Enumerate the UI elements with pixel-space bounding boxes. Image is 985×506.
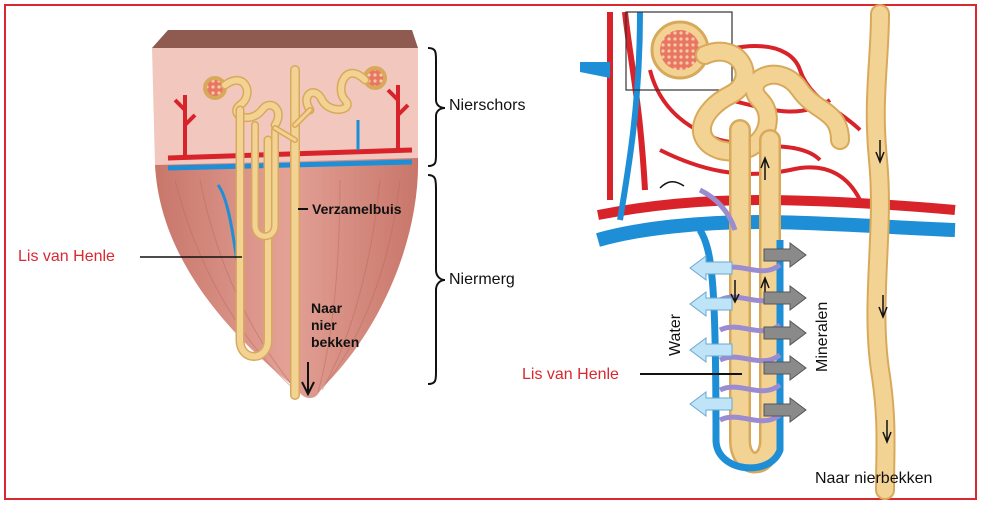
blue-inlet [580, 62, 610, 78]
vasa-recta-vein [696, 228, 784, 472]
label-lis-van-henle-right: Lis van Henle [522, 366, 619, 383]
mineral-arrows [763, 242, 807, 423]
label-lis-van-henle-left: Lis van Henle [18, 248, 115, 265]
label-verzamelbuis: Verzamelbuis [312, 201, 402, 217]
brace-nierschors [427, 47, 446, 167]
loop-of-henle [235, 105, 279, 361]
label-naar-line2: nier [311, 317, 337, 333]
water-arrow-icon [689, 255, 733, 281]
label-mineralen: Mineralen [814, 301, 831, 372]
water-arrow-icon [689, 391, 733, 417]
mineral-arrow-icon [763, 355, 807, 381]
water-arrows [689, 255, 733, 417]
arrow-down-icon [301, 362, 315, 397]
label-naar-nierbekken: Naar nierbekken [815, 470, 933, 487]
mineral-arrow-icon [763, 242, 807, 268]
glomerulus-capillaries [660, 30, 700, 70]
kidney-section [140, 30, 446, 400]
brace-niermerg [427, 174, 446, 385]
water-arrow-icon [689, 291, 733, 317]
nephron-detail [580, 4, 956, 500]
label-naar-line3: bekken [311, 334, 360, 350]
mineral-arrow-icon [763, 397, 807, 423]
label-naar-line1: Naar [311, 300, 343, 316]
label-nierschors: Nierschors [449, 97, 526, 114]
label-water: Water [667, 313, 684, 356]
water-arrow-icon [689, 337, 733, 363]
mineral-arrow-icon [763, 285, 807, 311]
vein-vertical [617, 11, 643, 221]
label-naar-nier-bekken: Naar nier bekken [311, 300, 359, 351]
collecting-duct [272, 65, 313, 400]
renal-cortex [152, 48, 418, 165]
collecting-duct [865, 4, 896, 500]
label-niermerg: Niermerg [449, 271, 515, 288]
mineral-arrow-icon [763, 320, 807, 346]
loop-of-henle [729, 119, 781, 474]
interlobular-artery [173, 95, 197, 155]
interlobular-artery [386, 85, 410, 152]
renal-capsule [152, 30, 418, 48]
renal-medulla [155, 158, 419, 398]
figure-border [4, 4, 977, 500]
